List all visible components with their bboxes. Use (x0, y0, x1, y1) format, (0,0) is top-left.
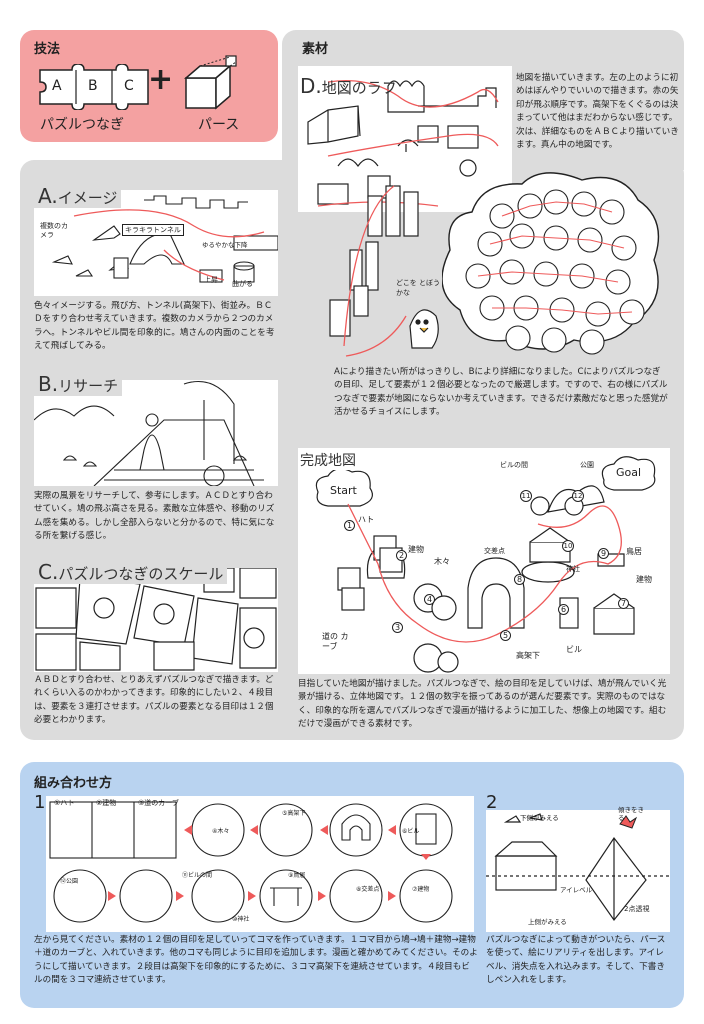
map-label-building2: 建物 (636, 575, 652, 584)
map-number-7: 7 (618, 598, 629, 609)
map-label-building-gap: ビルの間 (500, 461, 528, 469)
b-title-letter: B. (38, 372, 59, 396)
puzzle-label: パズルつなぎ (40, 117, 124, 133)
step2-description: パズルつなぎによって動きがついたら、パースを使って、絵にリアリティを出します。ア… (486, 935, 666, 986)
d-section-title: D.地図のラフ (300, 74, 397, 98)
d-below-description: Aにより描きたい所がはっきりし、Bにより詳細になりました。Cによりパズルつなぎの… (334, 367, 668, 418)
map-number-2: 2 (396, 550, 407, 561)
d-title-letter: D. (300, 74, 322, 98)
step2-label-tilt: 傾きをきる (618, 806, 644, 822)
strip-label-1: ①ハト (54, 799, 75, 807)
circle-label-7: ⑦建物 (412, 886, 430, 893)
c-title-letter: C. (38, 560, 59, 584)
circle-label-11: ⑪ビルの間 (182, 872, 213, 879)
c-description: ＡＢＤとすり合わせ、とりあえずパズルつなぎで描きます。どれくらい入るのかわかって… (34, 675, 274, 726)
step2-label-two-point: 2点透視 (624, 905, 650, 913)
circle-label-6: ⑥ビル (402, 828, 420, 835)
step2-label-bottom-visible: 下側がみえる (520, 814, 559, 822)
d-description: 地図を描いていきます。左の上のように初めはぼんやりでいいので描きます。赤の矢印が… (516, 73, 679, 151)
annotation-down: ゆるやかな下降 (202, 241, 248, 249)
materials-title: 素材 (302, 42, 329, 57)
a-title-letter: A. (38, 184, 58, 208)
plus-sign: + (148, 62, 174, 97)
strip-label-3: ③道のカーブ (138, 799, 179, 807)
circle-label-8: ⑧交差点 (356, 886, 380, 893)
step2-number: 2 (486, 792, 498, 813)
map-label-goal: Goal (616, 466, 642, 479)
technique-panel: 技法 A B C + パズルつなぎ パース (20, 30, 278, 142)
step2-label-eye-level: アイレベル (560, 886, 593, 894)
map-label-hato: ハト (358, 515, 375, 524)
annotation-camera: 複数のカメラ (40, 222, 68, 239)
map-label-road-curve: 道の カーブ (322, 632, 349, 651)
a-description: 色々イメージする。飛び方、トンネル(高架下)、街並み。ＢＣＤをすり合わせ考えてい… (34, 301, 275, 352)
circle-label-12: ⑫公園 (60, 878, 79, 885)
annotation-curve: 曲がる (232, 280, 253, 288)
d-title-text: 地図のラフ (321, 79, 397, 97)
map-number-8: 8 (514, 574, 525, 585)
c-section-title: C.パズルつなぎのスケール (34, 560, 228, 584)
map-label-building: 建物 (408, 545, 424, 554)
circle-label-10: ⑩神社 (232, 916, 250, 923)
puzzle-letter-a: A (52, 78, 62, 94)
a-title-text: イメージ (57, 189, 118, 207)
puzzle-pieces: A B C (36, 64, 154, 110)
annotation-up: 上昇 (204, 276, 218, 284)
map-label-torii: 鳥居 (626, 547, 642, 556)
map-number-6: 6 (558, 604, 569, 615)
puzzle-letter-c: C (124, 78, 134, 94)
step1-description: 左から見てください。素材の１２個の目印を足していってコマを作っていきます。１コマ… (34, 935, 478, 986)
map-label-underpass: 高架下 (516, 651, 540, 660)
circle-label-5: ⑤高架下 (282, 810, 306, 817)
step2-label-top-visible: 上側がみえる (528, 918, 567, 926)
map-number-9: 9 (598, 548, 609, 559)
map-label-crossing: 交差点 (484, 547, 505, 555)
d-sketch-art: どこを とぼうかな (310, 176, 450, 366)
d-map-rough-art (298, 66, 512, 212)
map-number-11: 11 (520, 490, 532, 502)
c-card (34, 568, 278, 672)
map-number-5: 5 (500, 630, 511, 641)
circle-label-9: ⑨鳥居 (288, 872, 306, 879)
step2-art (486, 810, 670, 932)
map-number-1: 1 (344, 520, 355, 531)
strip-label-2: ②建物 (96, 799, 117, 807)
bird-caption: どこを とぼうかな (396, 279, 441, 297)
puzzle-letter-b: B (88, 78, 98, 94)
map-number-10: 10 (562, 540, 574, 552)
cube-icon (180, 52, 244, 116)
c-title-text: パズルつなぎのスケール (58, 565, 224, 583)
technique-title: 技法 (34, 42, 61, 57)
a-section-title: A.イメージ (34, 184, 122, 208)
step1-number: 1 (34, 792, 46, 813)
map-number-3: 3 (392, 622, 403, 633)
annotation-tunnel: キラキラトンネル (122, 224, 184, 236)
map-label-tree: 木々 (434, 557, 450, 566)
perspective-label: パース (198, 117, 240, 133)
map-label-park: 公園 (580, 461, 594, 469)
combination-title: 組み合わせ方 (34, 776, 113, 791)
b-description: 実際の風景をリサーチして、参考にします。ＡＣＤとすり合わせていく。鳩の飛ぶ高さを… (34, 491, 275, 542)
b-card (34, 380, 278, 486)
complete-map-title: 完成地図 (300, 450, 356, 470)
map-number-12: 12 (572, 490, 584, 502)
map-label-shrine: 神社 (566, 565, 580, 573)
map-number-4: 4 (424, 594, 435, 605)
b-section-title: B.リサーチ (34, 372, 123, 396)
map-label-bill: ビル (566, 645, 582, 654)
d-cloud-map (442, 172, 664, 362)
b-title-text: リサーチ (58, 377, 119, 395)
complete-map-description: 目指していた地図が描けました。パズルつなぎで、絵の目印を足していけば、鳩が飛んで… (298, 679, 667, 730)
circle-label-4: ④木々 (212, 828, 230, 835)
step1-art (46, 796, 474, 932)
map-label-start: Start (330, 484, 357, 497)
